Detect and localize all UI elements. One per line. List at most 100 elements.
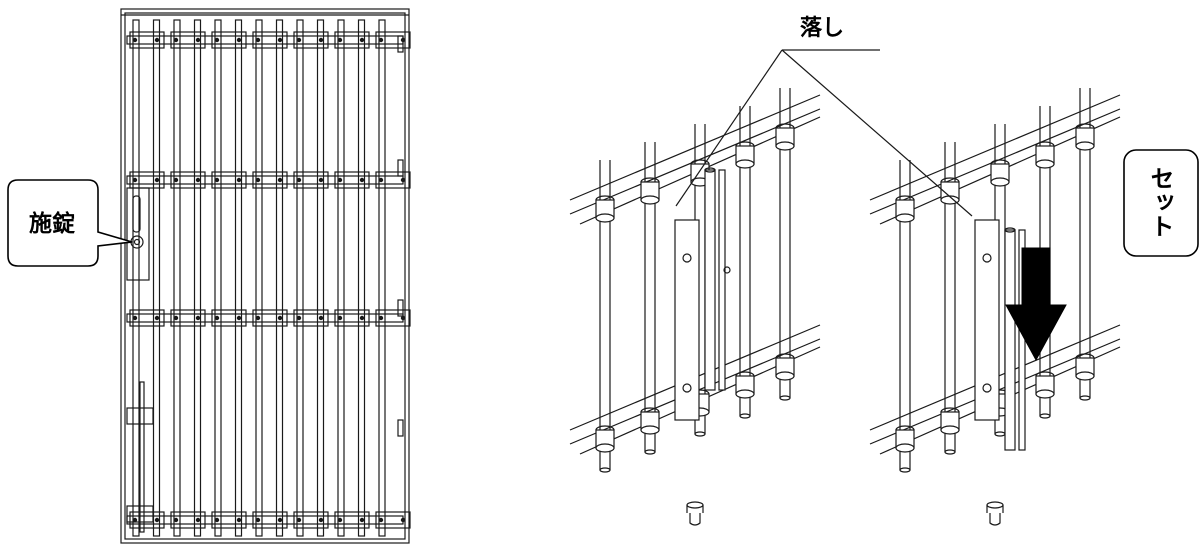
arrow-down-icon bbox=[1005, 247, 1067, 362]
gate-bar-clamps bbox=[129, 31, 411, 529]
drop-bolt-rod bbox=[704, 169, 716, 391]
ground-receiver bbox=[986, 505, 1004, 526]
gate-bolt bbox=[359, 315, 365, 321]
lock-plate bbox=[126, 187, 150, 281]
gate-bolt bbox=[154, 517, 160, 523]
bolt-screw bbox=[682, 253, 692, 263]
gate-frame bbox=[120, 8, 410, 544]
gate-bolt bbox=[400, 517, 406, 523]
drop-bolt-rod bbox=[139, 381, 145, 533]
gate-clamp bbox=[170, 309, 206, 327]
lock-label: 施錠 bbox=[29, 211, 75, 237]
bar-end bbox=[739, 413, 751, 419]
bar-collar-bottom bbox=[775, 371, 795, 381]
bar-end bbox=[644, 449, 656, 455]
bolt-housing bbox=[674, 219, 700, 421]
gate-clamp bbox=[211, 511, 247, 529]
bolt-screw bbox=[982, 253, 992, 263]
gate-clamp bbox=[375, 171, 411, 189]
bar-end bbox=[599, 467, 611, 473]
gate-bar bbox=[378, 19, 386, 537]
gate-clamp bbox=[211, 171, 247, 189]
gate-bolt bbox=[173, 315, 179, 321]
gate-bolt bbox=[173, 37, 179, 43]
drop-leader-left bbox=[675, 49, 783, 207]
gate-bolt bbox=[195, 177, 201, 183]
gate-bolt bbox=[173, 517, 179, 523]
ground-receiver-top bbox=[686, 501, 704, 509]
bar-collar-bottom bbox=[735, 389, 755, 399]
gate-bolt bbox=[378, 517, 384, 523]
bar-end bbox=[1079, 395, 1091, 401]
bar-collar-bottom bbox=[595, 213, 615, 223]
gate-bolt bbox=[318, 517, 324, 523]
gate-bolt bbox=[255, 315, 261, 321]
drop-label-leaders bbox=[675, 49, 973, 217]
bolt-screw bbox=[682, 383, 692, 393]
gate-bolt bbox=[337, 177, 343, 183]
hinge-bottom bbox=[397, 419, 404, 437]
gate-clamp bbox=[252, 171, 288, 189]
gate-bolt bbox=[214, 517, 220, 523]
gate-bolt bbox=[318, 177, 324, 183]
bar-end bbox=[1039, 413, 1051, 419]
gate-bolt bbox=[296, 37, 302, 43]
gate-bolt bbox=[173, 177, 179, 183]
gate-bolt bbox=[277, 37, 283, 43]
drop-bolt-rod bbox=[1004, 229, 1016, 451]
gate-clamp bbox=[129, 511, 165, 529]
drop-bolt-top bbox=[1004, 227, 1016, 233]
gate-bolt bbox=[214, 315, 220, 321]
gate-bolt bbox=[132, 37, 138, 43]
gate-clamp bbox=[375, 309, 411, 327]
drop-bolt-guide-lower bbox=[126, 505, 154, 523]
bar-collar-bottom bbox=[640, 195, 660, 205]
set-label: セット bbox=[1146, 166, 1174, 238]
gate-clamp bbox=[129, 309, 165, 327]
gate-inner-frame bbox=[124, 12, 406, 540]
ground-receiver bbox=[686, 505, 704, 526]
bar-end bbox=[944, 449, 956, 455]
gate-bolt bbox=[277, 517, 283, 523]
bar-collar-bottom bbox=[1035, 389, 1055, 399]
gate-clamp bbox=[334, 309, 370, 327]
gate-bolt bbox=[154, 37, 160, 43]
gate-clamp bbox=[252, 511, 288, 529]
gate-bolt bbox=[400, 177, 406, 183]
hinge-mid-upper bbox=[397, 159, 404, 177]
gate-bolt bbox=[359, 517, 365, 523]
gate-bolt bbox=[277, 315, 283, 321]
gate-bar bbox=[152, 19, 161, 537]
gate-clamp bbox=[293, 171, 329, 189]
gate-bolt bbox=[378, 315, 384, 321]
gate-bolt bbox=[296, 315, 302, 321]
gate-clamp bbox=[170, 511, 206, 529]
hinge-top bbox=[397, 35, 404, 53]
bolt-housing bbox=[974, 219, 1000, 421]
gate-bar bbox=[255, 19, 263, 537]
drop-bolt-detail-unlocked bbox=[569, 88, 821, 526]
gate-bolt bbox=[337, 37, 343, 43]
gate-bolt bbox=[154, 177, 160, 183]
gate-clamp bbox=[293, 309, 329, 327]
gate-bar bbox=[214, 19, 222, 537]
gate-bolt bbox=[154, 315, 160, 321]
lock-slot bbox=[132, 195, 141, 233]
bolt-screw bbox=[982, 383, 992, 393]
drop-leader-right bbox=[781, 49, 973, 217]
gate-bar bbox=[234, 19, 243, 537]
gate-clamp bbox=[170, 171, 206, 189]
gate-clamp bbox=[375, 511, 411, 529]
gate-clamp bbox=[293, 31, 329, 49]
bar-collar-bottom bbox=[640, 425, 660, 435]
gate-bar bbox=[275, 19, 284, 537]
gate-clamp bbox=[252, 31, 288, 49]
gate-bolt bbox=[236, 177, 242, 183]
gate-bolt bbox=[296, 517, 302, 523]
gate-bar bbox=[316, 19, 325, 537]
gate-front-view bbox=[120, 8, 411, 544]
gate-bar bbox=[296, 19, 304, 537]
drop-bolt-label: 落し bbox=[800, 16, 845, 41]
gate-bar bbox=[193, 19, 202, 537]
